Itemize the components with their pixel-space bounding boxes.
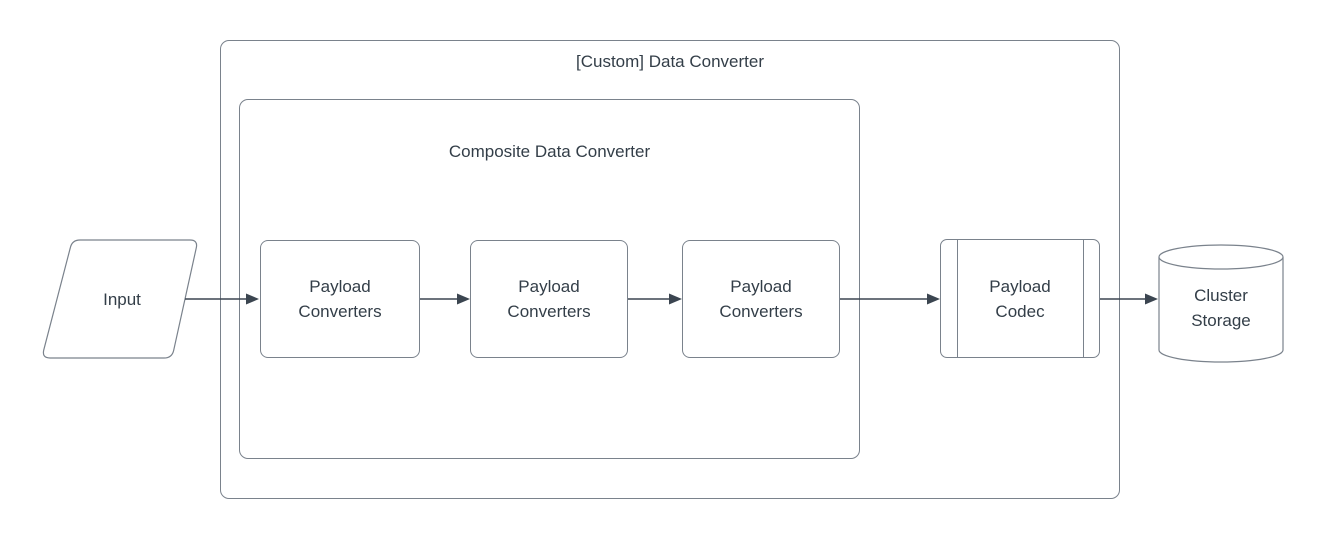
composite-data-converter-group (239, 99, 860, 459)
composite-data-converter-title: Composite Data Converter (448, 142, 651, 161)
payload-converters-node-3 (682, 240, 840, 358)
payload-converters-label-2: Payload Converters (507, 277, 591, 321)
custom-data-converter-title: [Custom] Data Converter (575, 52, 764, 71)
input-label: Input (103, 289, 141, 309)
payload-codec-left-bar (957, 240, 958, 357)
payload-converters-node-1 (260, 240, 420, 358)
payload-converters-label-1: Payload Converters (298, 277, 382, 321)
payload-codec-label: Payload Codec (989, 276, 1051, 321)
cluster-storage-label: Cluster Storage (1191, 286, 1251, 330)
payload-converters-node-2 (470, 240, 628, 358)
payload-codec-node (940, 239, 1100, 358)
arrowhead-icon (1145, 293, 1158, 305)
payload-converters-label-3: Payload Converters (719, 277, 803, 321)
payload-codec-right-bar (1083, 240, 1084, 357)
custom-data-converter-group (220, 40, 1120, 499)
